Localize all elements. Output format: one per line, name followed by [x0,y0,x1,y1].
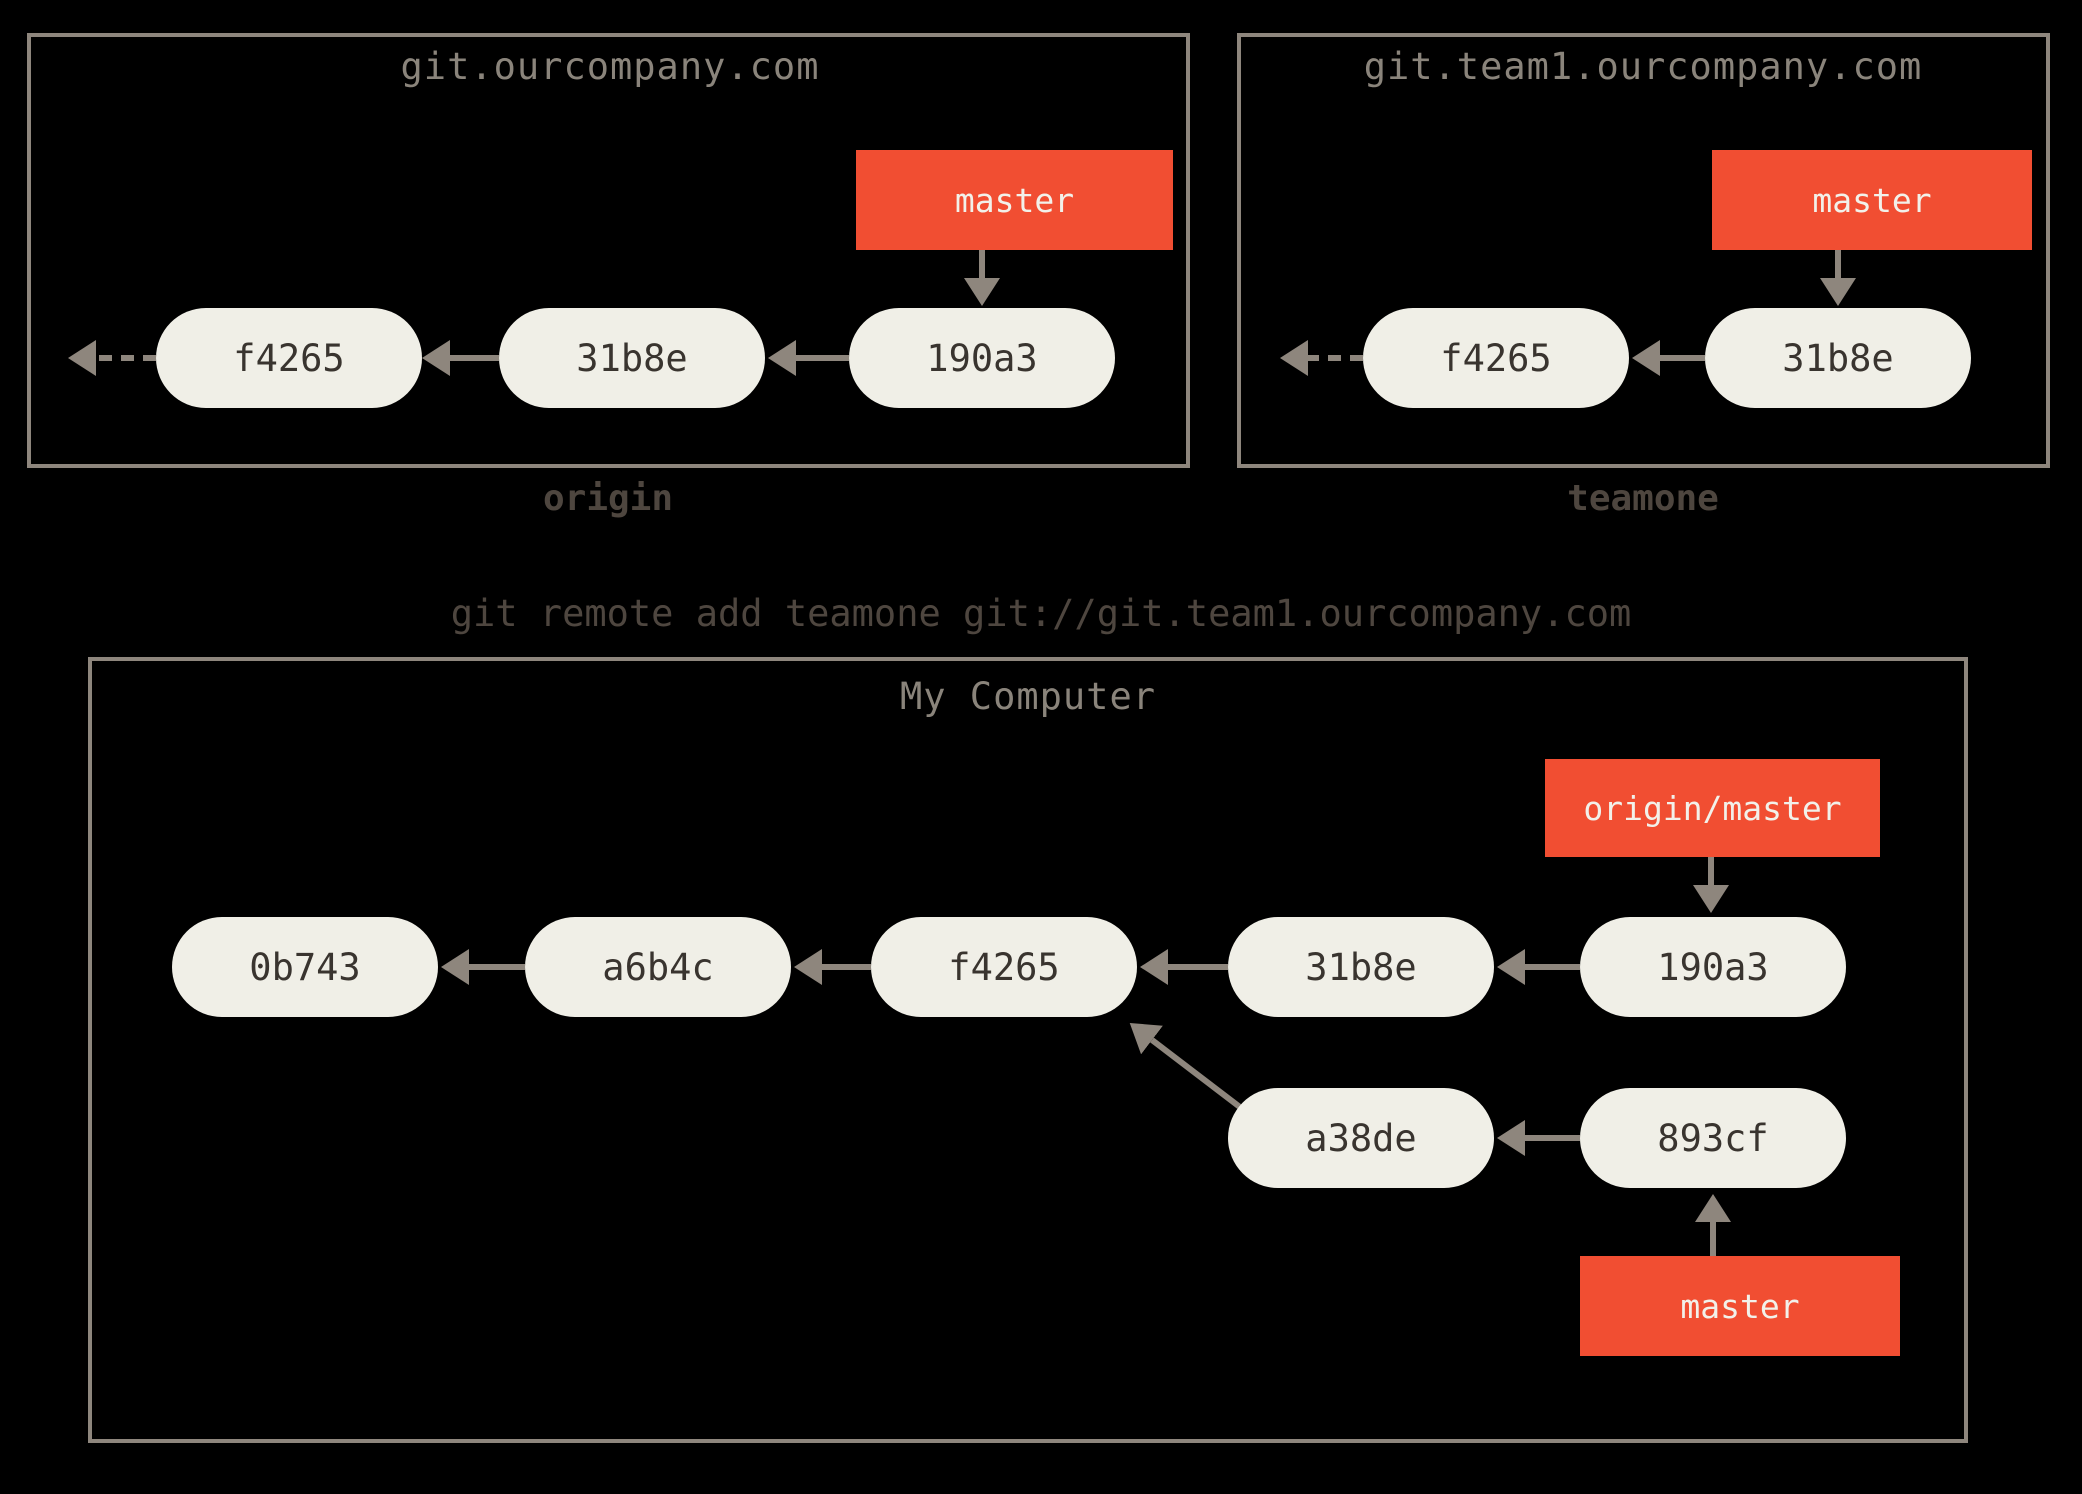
panel-origin-remote [27,33,1190,468]
commit-pill-origin-190a3: 190a3 [849,308,1115,408]
teamone-repo-label: teamone [1567,478,1719,519]
commit-pill-teamone-31b8e: 31b8e [1705,308,1971,408]
commit-pill-local-31b8e: 31b8e [1228,917,1494,1017]
commit-pill-origin-31b8e: 31b8e [499,308,765,408]
panel-my-computer [88,657,1968,1443]
panel-teamone-remote [1237,33,2050,468]
local-origin-master-ref-tag: origin/master [1545,759,1880,857]
commit-pill-local-a38de: a38de [1228,1088,1494,1188]
origin-repo-label: origin [542,478,674,519]
commit-pill-local-893cf: 893cf [1580,1088,1846,1188]
teamone-master-branch-tag: master [1712,150,2032,250]
commit-pill-local-190a3: 190a3 [1580,917,1846,1017]
commit-pill-local-0b743: 0b743 [172,917,438,1017]
panel-my-computer-title: My Computer [899,675,1157,718]
git-remote-add-command: git remote add teamone git://git.team1.o… [450,592,1632,635]
commit-pill-local-a6b4c: a6b4c [525,917,791,1017]
commit-pill-origin-f4265: f4265 [156,308,422,408]
panel-origin-title: git.ourcompany.com [400,45,820,88]
origin-master-branch-tag: master [856,150,1173,250]
commit-pill-local-f4265: f4265 [871,917,1137,1017]
commit-pill-teamone-f4265: f4265 [1363,308,1629,408]
local-master-branch-tag: master [1580,1256,1900,1356]
panel-teamone-title: git.team1.ourcompany.com [1363,45,1923,88]
